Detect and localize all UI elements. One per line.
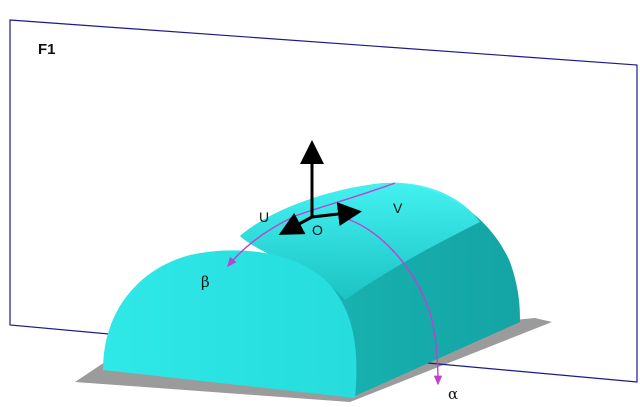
origin-label: O [312,222,323,238]
vault-top [240,182,480,300]
plane-label: F1 [38,41,56,58]
vault-front-face [103,250,357,398]
beta-label: β [201,273,210,291]
v-axis-label: V [393,200,403,216]
alpha-label: α [448,385,458,403]
curve-alpha [344,217,443,386]
u-axis-label: U [259,209,269,225]
axis-v [311,202,362,226]
plane-f1 [9,19,638,383]
axis-u [278,212,313,235]
